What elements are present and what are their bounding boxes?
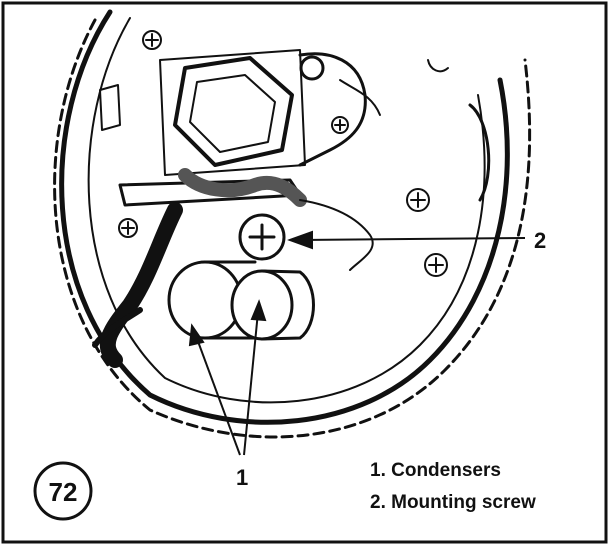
wire-bundle [178,168,307,207]
lead-wire-right [299,199,374,271]
cam-nut [173,56,294,167]
plate-mark [427,59,449,73]
callout-2: 2 [534,228,546,253]
arm-pivot [299,55,325,81]
screw-right-lower [424,253,448,277]
condenser-right [230,269,315,341]
leader-line-1a [195,335,241,456]
screw-arm [331,116,349,134]
cam-housing [159,49,306,176]
condenser-left [167,260,257,340]
screw-right-upper [406,188,430,212]
legend-item-condensers: 1. Condensers [370,460,501,481]
arm-spring [339,79,381,116]
legend-item-mounting-screw: 2. Mounting screw [370,492,536,513]
leader-line-1b [243,311,259,456]
housing-edge [53,18,532,439]
arrow-head-1b [250,299,267,322]
cam-nut-inner [189,74,276,153]
plate-rim-outer [59,9,510,425]
condenser-lead [99,202,183,368]
figure-number: 72 [49,477,78,507]
leader-line-2 [299,237,526,241]
mounting-screw [238,213,286,261]
screw-top-left [142,30,162,50]
screw-left [118,218,138,238]
arrow-head-2 [287,230,313,250]
lead-terminal [92,307,143,348]
contact-breaker-illustration [53,9,532,439]
plate-slot-right [468,103,491,202]
legend: 1. Condensers 2. Mounting screw [370,460,536,513]
plate-tab-left [99,84,121,131]
arrow-head-1a [188,323,205,347]
figure-number-badge [33,461,93,521]
callout-leaders [188,230,526,456]
callout-1: 1 [236,465,248,490]
plate-rim-inner [87,17,486,404]
